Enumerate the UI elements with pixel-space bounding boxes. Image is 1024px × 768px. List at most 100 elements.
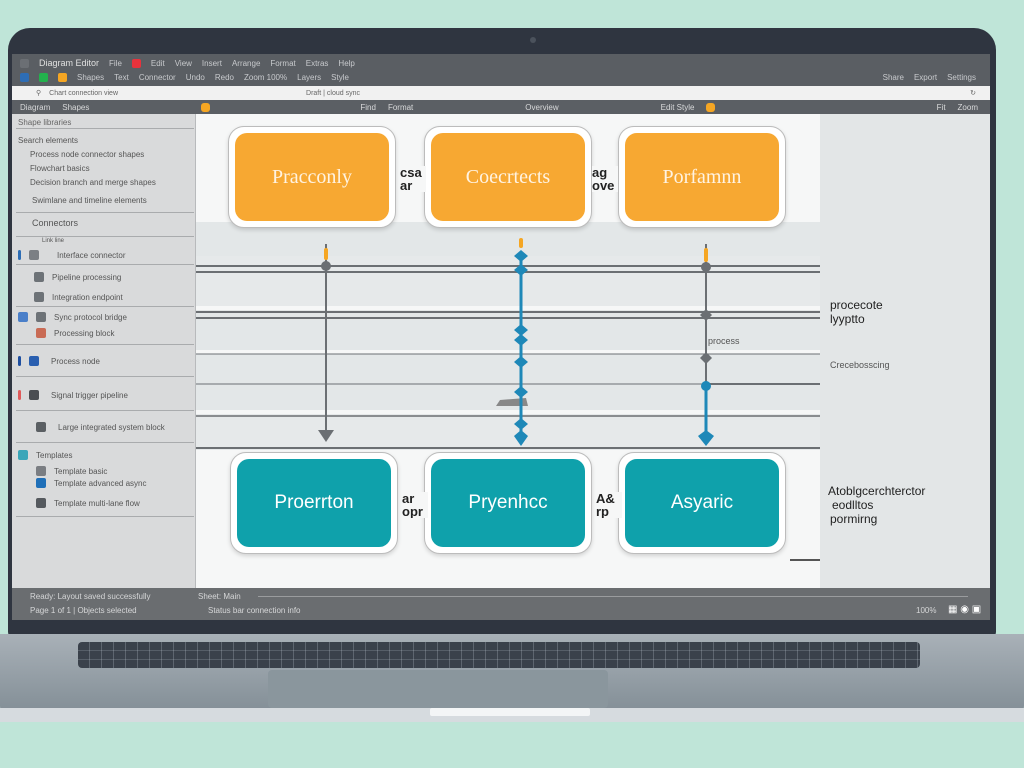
zoom-level[interactable]: 100% (916, 606, 937, 615)
sidebar: Shape libraries Search elements Process … (12, 114, 196, 602)
node-dot (701, 381, 711, 391)
connector-label: ag ove (592, 166, 618, 192)
status-line-1: Ready: Layout saved successfully (30, 592, 151, 601)
node-diamond (700, 309, 712, 321)
keyboard (78, 642, 920, 668)
marker-icon (18, 312, 28, 322)
tool-zoom[interactable]: Zoom 100% (243, 72, 288, 82)
sidebar-line[interactable]: Decision branch and merge shapes (30, 178, 156, 187)
process-node[interactable]: Porfamnn (618, 126, 786, 228)
sidebar-line[interactable]: Process node connector shapes (30, 150, 145, 159)
status-line-2: Page 1 of 1 | Objects selected (30, 606, 137, 615)
tool-undo[interactable]: Undo (185, 72, 205, 82)
trackpad (268, 670, 608, 708)
port-marker (704, 248, 708, 262)
sidebar-item[interactable]: Signal trigger pipeline (18, 390, 128, 400)
save-icon[interactable] (20, 72, 29, 82)
add-icon[interactable] (39, 72, 48, 82)
connector-label: csa ar (400, 166, 426, 192)
toolbar-extras[interactable]: Extras (305, 58, 329, 68)
user-icon (29, 356, 39, 366)
arrowhead (318, 430, 334, 442)
share-button[interactable]: Share (882, 72, 904, 82)
toolbar-format[interactable]: Format (270, 58, 296, 68)
highlight-icon[interactable] (58, 72, 67, 82)
folder-icon (36, 466, 46, 476)
sidebar-item[interactable]: Template multi-lane flow (36, 498, 140, 508)
toolbar-edit[interactable]: Edit (150, 58, 165, 68)
process-node[interactable]: Pracconly (228, 126, 396, 228)
sidebar-item[interactable]: Template advanced async (36, 478, 147, 488)
diagram-canvas[interactable]: Pracconly Coecrtects Porfamnn csa ar ag … (196, 114, 820, 588)
settings-button[interactable]: Settings (947, 72, 976, 82)
port-marker (324, 248, 328, 260)
toolbar: Diagram Editor File Edit View Insert Arr… (12, 54, 990, 86)
node-diamond (514, 250, 528, 262)
divider (258, 596, 968, 597)
menu-icon[interactable] (20, 58, 29, 68)
tool-layers[interactable]: Layers (297, 72, 322, 82)
sidebar-header: Shape libraries (18, 118, 72, 127)
toolbar-help[interactable]: Help (338, 58, 355, 68)
tool-style[interactable]: Style (331, 72, 349, 82)
process-node[interactable]: Coecrtects (424, 126, 592, 228)
node-diamond (514, 356, 528, 368)
sidebar-item[interactable]: Large integrated system block (36, 422, 165, 432)
arrowhead (514, 430, 528, 446)
box-icon (29, 390, 39, 400)
sidebar-item[interactable]: Link line (42, 238, 65, 244)
sidebar-item[interactable]: Sync protocol bridge (18, 312, 127, 322)
menu-find[interactable]: Find (360, 102, 376, 112)
tool-shapes[interactable]: Shapes (77, 72, 105, 82)
node-diamond (514, 334, 528, 346)
status-sheet[interactable]: Sheet: Main (198, 592, 241, 601)
panel-label: procecote lyyptto (830, 298, 883, 326)
menu-zoom[interactable]: Zoom (957, 102, 978, 112)
sidebar-line[interactable]: Flowchart basics (30, 164, 90, 173)
sidebar-item[interactable]: Pipeline processing (34, 272, 121, 282)
app-title: Diagram Editor (39, 58, 100, 68)
sidebar-group-templates[interactable]: Templates (18, 450, 72, 460)
marker-icon (18, 390, 21, 400)
menubar: Diagram Shapes Find Format Overview Edit… (12, 100, 990, 114)
menu-format[interactable]: Format (387, 102, 414, 112)
menu-overview[interactable]: Overview (525, 102, 559, 112)
process-node[interactable]: Pryenhcc (424, 452, 592, 554)
sidebar-line[interactable]: Swimlane and timeline elements (32, 196, 147, 205)
node-diamond (700, 352, 712, 364)
sidebar-item[interactable]: Integration endpoint (34, 292, 123, 302)
toolbar-arrange[interactable]: Arrange (231, 58, 261, 68)
view-icons[interactable]: ▦ ◉ ▣ (948, 604, 982, 615)
swimlane (196, 310, 820, 350)
address-bar[interactable]: ⚲ Chart connection view Draft | cloud sy… (12, 86, 990, 100)
sidebar-item[interactable]: Process node (18, 356, 100, 366)
refresh-icon[interactable]: ↻ (970, 90, 976, 97)
record-icon[interactable] (131, 58, 141, 68)
marker-icon (18, 250, 21, 260)
node-diamond (514, 386, 528, 398)
camera (530, 37, 536, 43)
menu-diagram[interactable]: Diagram (20, 102, 51, 112)
tool-text[interactable]: Text (114, 72, 129, 82)
tool-connector[interactable]: Connector (138, 72, 176, 82)
process-node[interactable]: Asyaric (618, 452, 786, 554)
flow-lines (196, 238, 820, 561)
sidebar-item[interactable]: Template basic (36, 466, 107, 476)
sidebar-group-connectors[interactable]: Connectors (32, 218, 79, 228)
sidebar-item[interactable]: Processing block (36, 328, 114, 338)
menu-shapes[interactable]: Shapes (62, 102, 90, 112)
sidebar-section-title: Search elements (18, 136, 79, 145)
tool-redo[interactable]: Redo (214, 72, 234, 82)
process-node[interactable]: Proerrton (230, 452, 398, 554)
toolbar-file[interactable]: File (109, 58, 122, 68)
toolbar-insert[interactable]: Insert (201, 58, 222, 68)
properties-panel: procecote lyyptto Crecebosscing Atoblgce… (820, 114, 990, 602)
handle (496, 398, 528, 406)
export-button[interactable]: Export (913, 72, 938, 82)
connector-label: A& rp (596, 492, 622, 518)
menu-fit[interactable]: Fit (936, 102, 946, 112)
panel-label: Crecebosscing (830, 360, 890, 370)
menu-edit-style[interactable]: Edit Style (660, 102, 695, 112)
toolbar-view[interactable]: View (174, 58, 192, 68)
sidebar-item[interactable]: Interface connector (18, 250, 125, 260)
